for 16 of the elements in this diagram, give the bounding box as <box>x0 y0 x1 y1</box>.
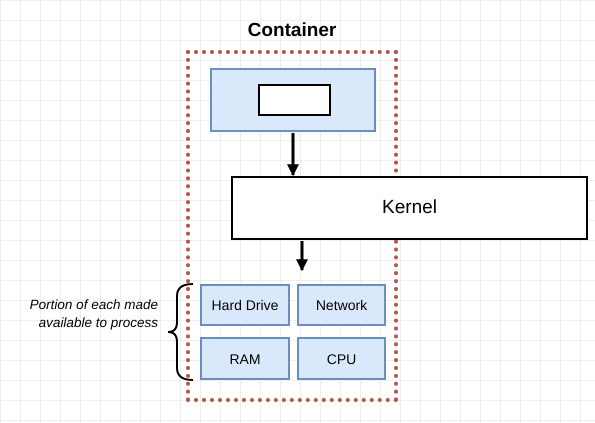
box-label: Hard Drive <box>212 297 278 313</box>
container-title: Container <box>246 20 338 42</box>
kernel-box <box>231 176 588 240</box>
arrow <box>296 241 308 272</box>
note-text: Portion of each made available to process <box>28 296 158 332</box>
box-label: RAM <box>229 350 261 366</box>
process-box <box>200 284 290 326</box>
process-box <box>210 68 376 132</box>
box-label: CPU <box>326 350 356 366</box>
kernel-label: Kernel <box>382 197 437 219</box>
app-box <box>258 84 331 116</box>
process-box <box>200 337 290 380</box>
process-box <box>297 284 386 326</box>
arrow <box>287 133 299 176</box>
box-label: Network <box>316 297 368 313</box>
process-box <box>297 337 386 380</box>
